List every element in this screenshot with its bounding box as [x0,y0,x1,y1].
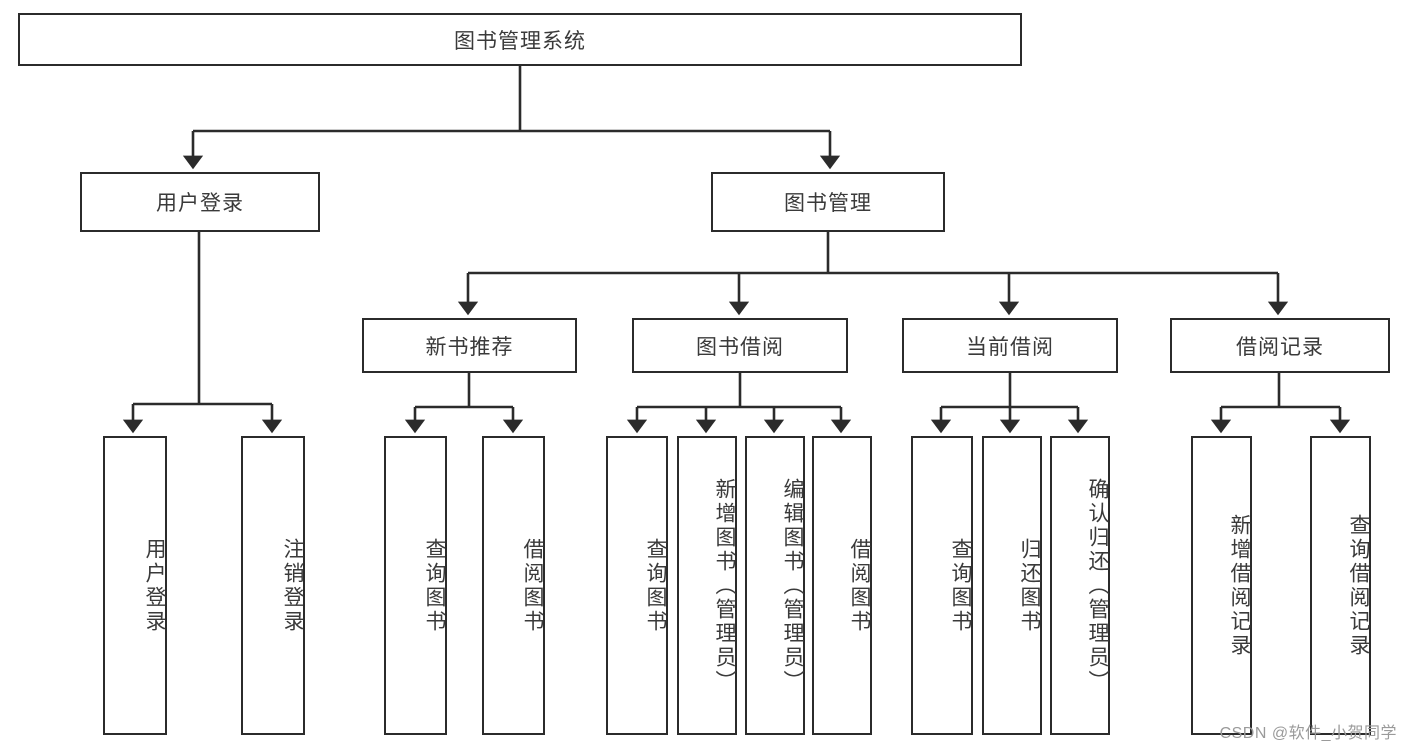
node-user-login-label: 用户登录 [156,192,244,215]
leaf-borrow-query-book[interactable]: 查询图书 [606,436,668,735]
node-current-borrow[interactable]: 当前借阅 [902,318,1118,373]
leaf-label: 确认归还（管理员） [1086,477,1109,694]
leaf-label: 归还图书 [1018,537,1041,634]
leaf-borrow-borrow-book[interactable]: 借阅图书 [812,436,872,735]
leaf-current-return-book[interactable]: 归还图书 [982,436,1042,735]
leaf-label: 查询图书 [423,537,446,634]
node-current-borrow-label: 当前借阅 [966,335,1054,359]
leaf-new-book-borrow[interactable]: 借阅图书 [482,436,545,735]
node-root-label: 图书管理系统 [454,29,586,53]
leaf-current-confirm-return-admin[interactable]: 确认归还（管理员） [1050,436,1110,735]
node-new-book-recommend[interactable]: 新书推荐 [362,318,577,373]
node-root[interactable]: 图书管理系统 [18,13,1022,66]
leaf-user-login-signin[interactable]: 用户登录 [103,436,167,735]
leaf-label: 用户登录 [143,537,166,634]
leaf-current-query-book[interactable]: 查询图书 [911,436,973,735]
leaf-label: 查询借阅记录 [1347,513,1370,658]
leaf-label: 借阅图书 [521,537,544,634]
watermark: CSDN @软件_小贺同学 [1219,725,1397,742]
node-book-management-label: 图书管理 [784,192,872,215]
node-book-management[interactable]: 图书管理 [711,172,945,232]
node-book-borrow[interactable]: 图书借阅 [632,318,848,373]
node-borrow-record[interactable]: 借阅记录 [1170,318,1390,373]
leaf-user-login-logout[interactable]: 注销登录 [241,436,305,735]
leaf-record-query-record[interactable]: 查询借阅记录 [1310,436,1371,735]
leaf-label: 新增借阅记录 [1228,513,1251,658]
leaf-label: 编辑图书（管理员） [781,477,804,694]
leaf-label: 注销登录 [281,537,304,634]
leaf-new-book-query[interactable]: 查询图书 [384,436,447,735]
leaf-borrow-edit-book-admin[interactable]: 编辑图书（管理员） [745,436,805,735]
leaf-label: 借阅图书 [848,537,871,634]
leaf-label: 查询图书 [949,537,972,634]
leaf-label: 查询图书 [644,537,667,634]
leaf-label: 新增图书（管理员） [713,477,736,694]
leaf-borrow-add-book-admin[interactable]: 新增图书（管理员） [677,436,737,735]
node-borrow-record-label: 借阅记录 [1236,335,1324,359]
leaf-record-add-record[interactable]: 新增借阅记录 [1191,436,1252,735]
node-user-login[interactable]: 用户登录 [80,172,320,232]
node-new-book-recommend-label: 新书推荐 [425,335,514,359]
node-book-borrow-label: 图书借阅 [696,335,784,359]
